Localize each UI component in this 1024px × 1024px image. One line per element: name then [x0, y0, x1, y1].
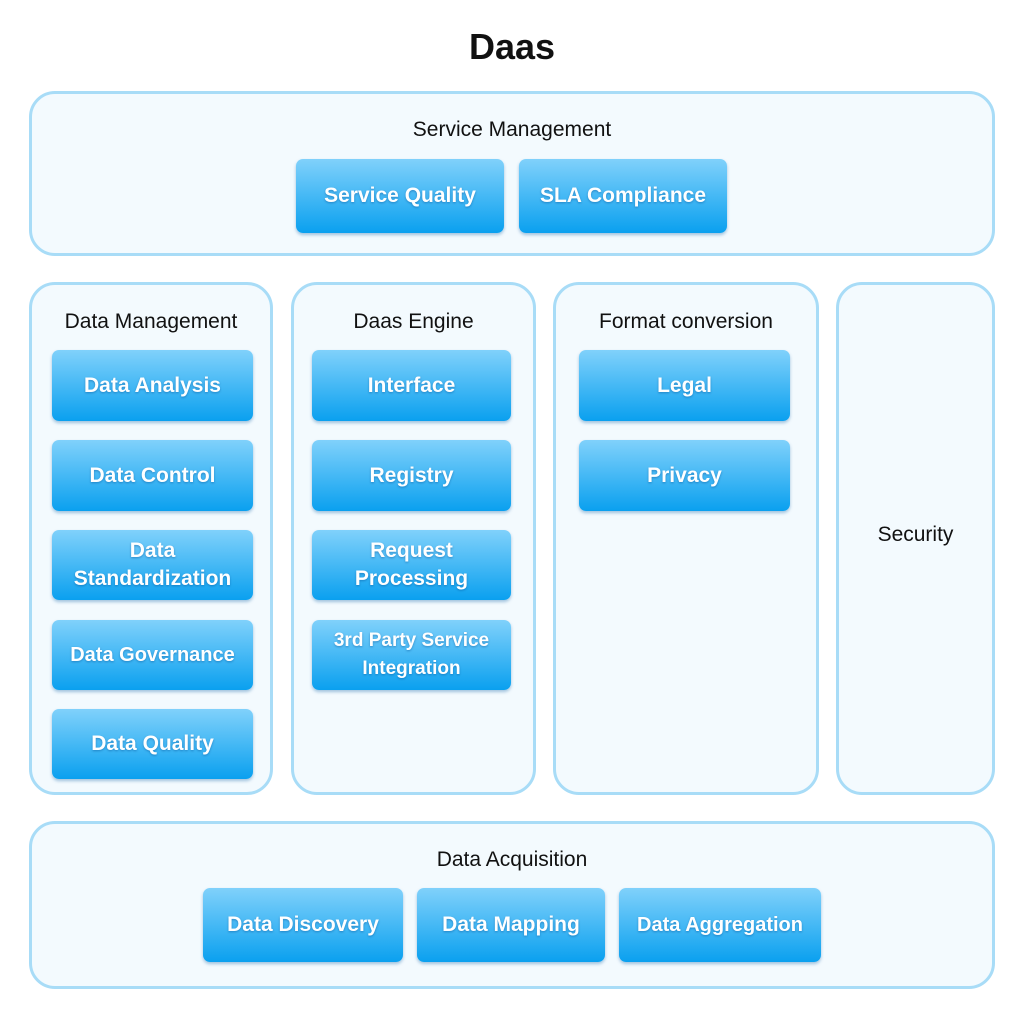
data-mapping-block[interactable]: Data Mapping	[417, 888, 605, 962]
data-quality-block[interactable]: Data Quality	[52, 709, 253, 779]
panel-label: Daas Engine	[353, 310, 474, 333]
diagram-title: Daas	[468, 26, 556, 67]
data-standardization-block[interactable]: Data Standardization	[52, 530, 253, 600]
panel-label: Data Management	[64, 310, 238, 333]
privacy-block[interactable]: Privacy	[579, 440, 790, 511]
panel-label: Service Management	[412, 118, 612, 141]
sla-compliance-block[interactable]: SLA Compliance	[519, 159, 727, 233]
data-discovery-block[interactable]: Data Discovery	[203, 888, 403, 962]
service-management-panel: Service Management	[29, 91, 995, 256]
request-processing-block[interactable]: Request Processing	[312, 530, 511, 600]
legal-block[interactable]: Legal	[579, 350, 790, 421]
registry-block[interactable]: Registry	[312, 440, 511, 511]
data-aggregation-block[interactable]: Data Aggregation	[619, 888, 821, 962]
panel-label: Data Acquisition	[436, 848, 588, 871]
panel-label: Security	[877, 523, 954, 546]
service-quality-block[interactable]: Service Quality	[296, 159, 504, 233]
data-analysis-block[interactable]: Data Analysis	[52, 350, 253, 421]
panel-label: Format conversion	[599, 310, 773, 333]
data-governance-block[interactable]: Data Governance	[52, 620, 253, 690]
security-panel: Security	[836, 282, 995, 795]
data-control-block[interactable]: Data Control	[52, 440, 253, 511]
interface-block[interactable]: Interface	[312, 350, 511, 421]
third-party-integration-block[interactable]: 3rd Party Service Integration	[312, 620, 511, 690]
